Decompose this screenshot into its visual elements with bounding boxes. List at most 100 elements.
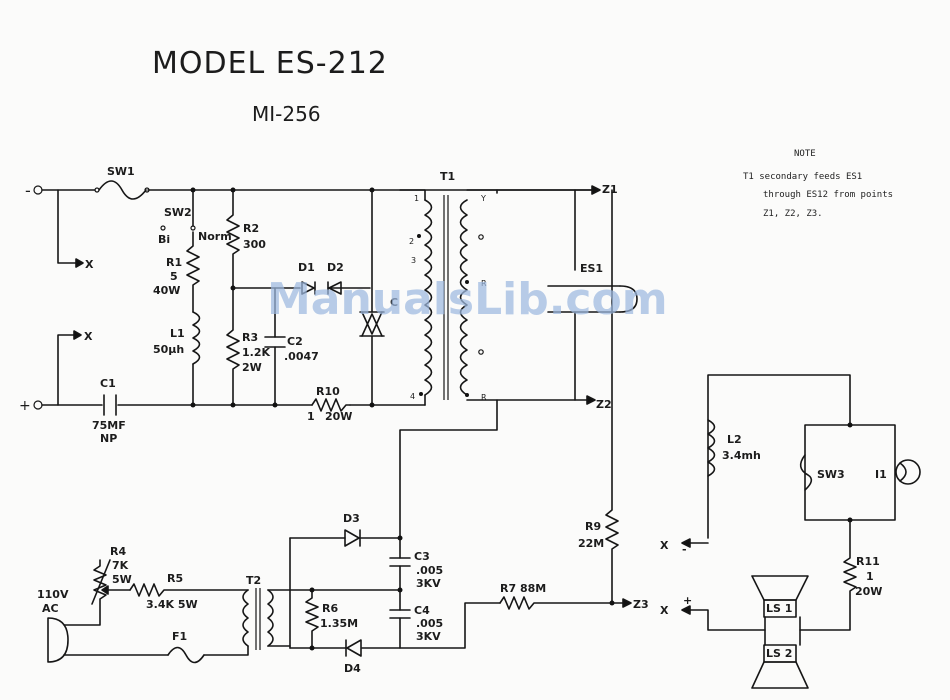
l1-label: L1 bbox=[170, 327, 185, 340]
note-line-1: T1 secondary feeds ES1 bbox=[743, 172, 862, 182]
r1-wattage: 40W bbox=[153, 284, 180, 297]
r9-resistor: R9 22M Z3 bbox=[578, 189, 649, 611]
sw2-bi-label: Bi bbox=[158, 233, 170, 246]
ac-voltage-label: 110V bbox=[37, 588, 69, 601]
minus-terminal-label: - bbox=[25, 181, 31, 200]
r10-label: R10 bbox=[316, 385, 340, 398]
r11-wattage: 20W bbox=[855, 585, 882, 598]
x-label-bottom: X bbox=[84, 330, 93, 343]
d1-label: D1 bbox=[298, 261, 315, 274]
t2-transformer: T2 bbox=[242, 574, 291, 650]
r7-label: R7 88M bbox=[500, 582, 546, 595]
c2-value: .0047 bbox=[284, 350, 319, 363]
c1-value: 75MF bbox=[92, 419, 126, 432]
r10-value: 1 bbox=[307, 410, 315, 423]
t2-label: T2 bbox=[246, 574, 261, 587]
x-minus-sign: - bbox=[682, 543, 687, 556]
r5-label: R5 bbox=[167, 572, 183, 585]
watermark: ManualsLib.com bbox=[267, 274, 668, 325]
r9-label: R9 bbox=[585, 520, 601, 533]
arrow-x-top bbox=[75, 258, 84, 268]
r3-wattage: 2W bbox=[242, 361, 262, 374]
ls2-label: LS 2 bbox=[766, 647, 792, 660]
r10-wattage: 20W bbox=[325, 410, 352, 423]
c2-label: C2 bbox=[287, 335, 303, 348]
t1-tap-y: Y bbox=[480, 194, 486, 203]
r3-value: 1.2K bbox=[242, 346, 270, 359]
l2-value: 3.4mh bbox=[722, 449, 761, 462]
arrow-x-bottom bbox=[73, 330, 82, 340]
t1-transformer: T1 1 2 3 4 Y R R bbox=[399, 170, 487, 406]
x-plus-sign: + bbox=[683, 594, 692, 607]
r1-label: R1 bbox=[166, 256, 182, 269]
t1-pin-2: 2 bbox=[409, 237, 414, 246]
hv-supply: D3 C3 .005 3KV D4 C4 .005 3KV R6 1.35M R… bbox=[289, 512, 613, 675]
t1-pin-3: 3 bbox=[411, 256, 416, 265]
t1-tap-r-1: R bbox=[481, 279, 487, 288]
d1-d2-diodes: D1 D2 bbox=[274, 261, 371, 295]
sw3-label: SW3 bbox=[817, 468, 845, 481]
t1-pin-1: 1 bbox=[414, 194, 419, 203]
i1-label: I1 bbox=[875, 468, 887, 481]
c3-value: .005 bbox=[416, 564, 443, 577]
c-label: C bbox=[390, 296, 398, 309]
lamp-i1 bbox=[895, 459, 921, 485]
sw2-label: SW2 bbox=[164, 206, 192, 219]
sw1-switch: SW1 bbox=[94, 165, 150, 200]
ls1-label: LS 1 bbox=[766, 602, 792, 615]
r1-value: 5 bbox=[170, 270, 178, 283]
c4-value: .005 bbox=[416, 617, 443, 630]
x-label-top: X bbox=[85, 258, 94, 271]
c1-label: C1 bbox=[100, 377, 116, 390]
minus-terminal bbox=[33, 185, 43, 195]
es1-label: ES1 bbox=[580, 262, 603, 275]
r5-value: 3.4K 5W bbox=[146, 598, 198, 611]
c4-label: C4 bbox=[414, 604, 430, 617]
x-output-wire-bottom bbox=[57, 334, 79, 406]
d4-label: D4 bbox=[344, 662, 361, 675]
ac-input-network: R4 7K 5W R5 3.4K 5W F1 110V AC bbox=[37, 545, 249, 664]
c1-type: NP bbox=[100, 432, 117, 445]
ac-label: AC bbox=[42, 602, 59, 615]
t1-tap-r-2: R bbox=[481, 393, 487, 402]
sw2-r1-l1-branch: SW2 Bi Norm R1 5 40W L1 50µh bbox=[153, 187, 232, 408]
r6-value: 1.35M bbox=[320, 617, 358, 630]
d2-label: D2 bbox=[327, 261, 344, 274]
sw2-norm-label: Norm bbox=[198, 230, 232, 243]
r4-wattage: 5W bbox=[112, 573, 132, 586]
sw1-label: SW1 bbox=[107, 165, 135, 178]
plus-terminal-label: + bbox=[19, 398, 31, 414]
z2-label: Z2 bbox=[596, 398, 612, 411]
d3-label: D3 bbox=[343, 512, 360, 525]
input-terminals: - + bbox=[19, 181, 43, 414]
r11-value: 1 bbox=[866, 570, 874, 583]
note-line-2: through ES12 from points bbox=[763, 190, 893, 200]
r2-value: 300 bbox=[243, 238, 266, 251]
plus-terminal bbox=[33, 400, 43, 410]
t1-label: T1 bbox=[440, 170, 455, 183]
f1-label: F1 bbox=[172, 630, 187, 643]
r9-value: 22M bbox=[578, 537, 604, 550]
c-triac-branch: C bbox=[359, 187, 398, 408]
c3-label: C3 bbox=[414, 550, 430, 563]
model-subtitle: MI-256 bbox=[252, 102, 321, 126]
t1-secondary-outputs: Z1 Z2 ES1 bbox=[397, 183, 638, 541]
model-title: MODEL ES-212 bbox=[152, 46, 388, 81]
output-network: L2 3.4mh X - SW3 I1 R11 1 20W X + LS 1 L… bbox=[660, 374, 921, 689]
r2-label: R2 bbox=[243, 222, 259, 235]
l2-label: L2 bbox=[727, 433, 742, 446]
r10-resistor: R10 1 20W bbox=[307, 385, 352, 423]
r2-r3-branch: R2 300 R3 1.2K 2W bbox=[226, 187, 270, 408]
r4-label: R4 bbox=[110, 545, 126, 558]
c4-voltage: 3KV bbox=[416, 630, 441, 643]
x-minus-label: X bbox=[660, 539, 669, 552]
note-block: NOTE T1 secondary feeds ES1 through ES12… bbox=[743, 149, 893, 219]
c3-voltage: 3KV bbox=[416, 577, 441, 590]
z3-label: Z3 bbox=[633, 598, 649, 611]
r3-label: R3 bbox=[242, 331, 258, 344]
c1-capacitor: C1 75MF NP bbox=[92, 377, 126, 445]
note-heading: NOTE bbox=[794, 149, 816, 159]
x-plus-label: X bbox=[660, 604, 669, 617]
